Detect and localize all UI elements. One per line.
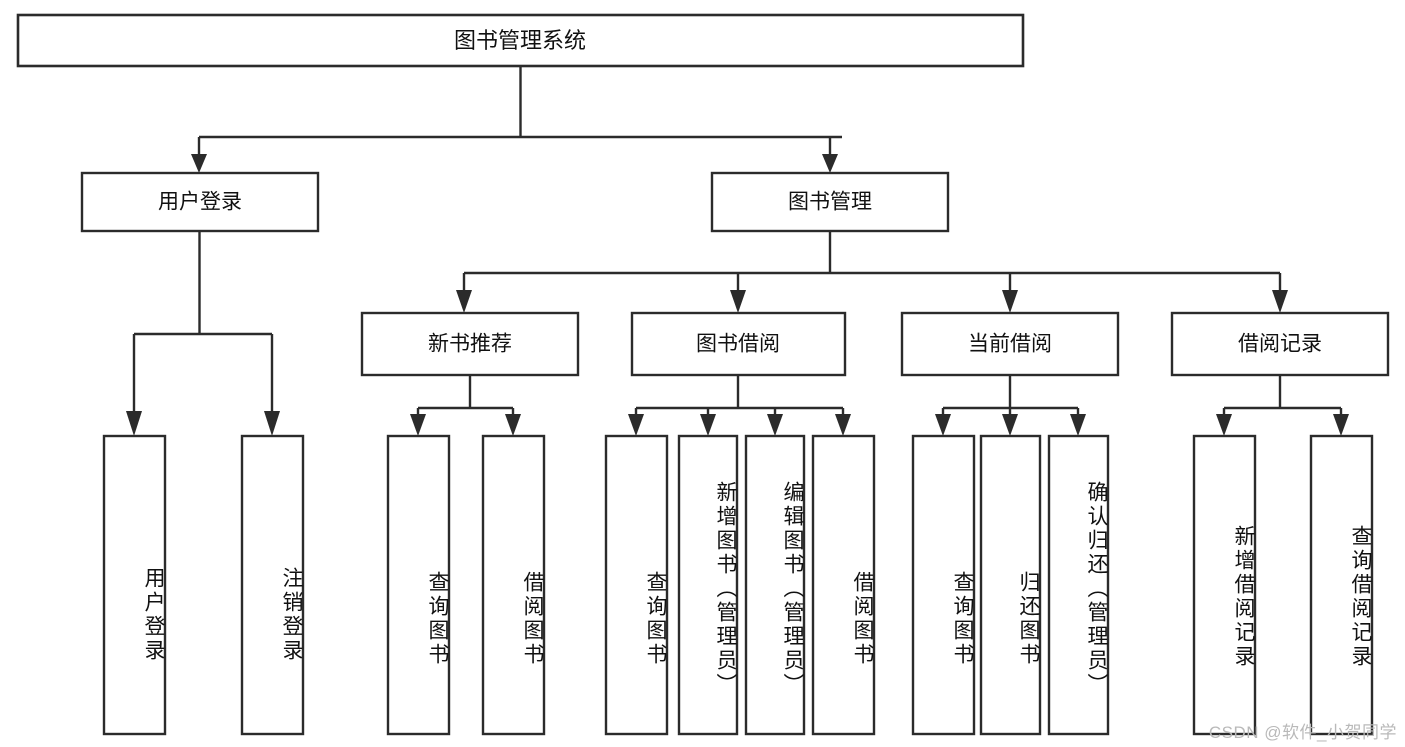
arrow-borrow-to-leaf2 xyxy=(700,414,716,436)
node-label-borrow-record: 借阅记录 xyxy=(1238,333,1322,356)
arrow-current-to-leaf2 xyxy=(1002,414,1018,436)
node-box-leaf-query-book-3[interactable] xyxy=(911,434,976,736)
node-label-new-book-recommend: 新书推荐 xyxy=(428,333,512,356)
arrow-bookmgmt-to-record xyxy=(1272,290,1288,313)
arrow-current-to-leaf3 xyxy=(1070,414,1086,436)
arrow-record-to-leaf2 xyxy=(1333,414,1349,436)
node-box-leaf-borrow-book-1[interactable] xyxy=(481,434,546,736)
node-box-leaf-query-borrow-record[interactable] xyxy=(1309,434,1374,736)
node-box-leaf-query-book-2[interactable] xyxy=(604,434,669,736)
node-box-leaf-borrow-book-2[interactable] xyxy=(811,434,876,736)
arrow-userlogin-to-leaf1 xyxy=(126,411,142,436)
node-box-current-borrow[interactable] xyxy=(900,311,1120,377)
node-box-leaf-confirm-return-admin[interactable] xyxy=(1047,434,1110,736)
edges-layer xyxy=(126,66,1349,436)
arrow-current-to-leaf1 xyxy=(935,414,951,436)
node-box-leaf-edit-book-admin[interactable] xyxy=(744,434,806,736)
node-box-leaf-add-borrow-record[interactable] xyxy=(1192,434,1257,736)
arrow-bookmgmt-to-current xyxy=(1002,290,1018,313)
node-box-user-login[interactable] xyxy=(80,171,320,233)
node-box-leaf-return-book[interactable] xyxy=(979,434,1042,736)
arrow-bookmgmt-to-borrow xyxy=(730,290,746,313)
node-label-user-login: 用户登录 xyxy=(158,191,242,214)
node-box-leaf-logout[interactable] xyxy=(240,434,305,736)
node-box-root[interactable] xyxy=(16,13,1025,68)
node-box-book-management[interactable] xyxy=(710,171,950,233)
arrow-root-to-book-mgmt xyxy=(822,154,838,173)
node-box-leaf-query-book-1[interactable] xyxy=(386,434,451,736)
arrow-bookmgmt-to-newbook xyxy=(456,290,472,313)
arrow-borrow-to-leaf4 xyxy=(835,414,851,436)
node-label-book-borrow: 图书借阅 xyxy=(696,333,780,356)
arrow-borrow-to-leaf3 xyxy=(767,414,783,436)
node-box-leaf-user-login[interactable] xyxy=(102,434,167,736)
node-box-leaf-add-book-admin[interactable] xyxy=(677,434,739,736)
node-label-root: 图书管理系统 xyxy=(454,28,586,53)
node-label-book-management: 图书管理 xyxy=(788,191,872,214)
node-label-current-borrow: 当前借阅 xyxy=(968,333,1052,356)
arrow-root-to-user-login xyxy=(191,154,207,173)
arrow-borrow-to-leaf1 xyxy=(628,414,644,436)
arrow-newbook-to-leaf1 xyxy=(410,414,426,436)
node-box-borrow-record[interactable] xyxy=(1170,311,1390,377)
watermark-text: CSDN @软件_小贺同学 xyxy=(1208,723,1397,742)
arrow-userlogin-to-leaf2 xyxy=(264,411,280,436)
nodes-layer: 图书管理系统 用户登录 图书管理 新书推荐 图书借阅 当前借阅 借阅记录 xyxy=(16,13,1390,736)
arrow-record-to-leaf1 xyxy=(1216,414,1232,436)
node-box-new-book-recommend[interactable] xyxy=(360,311,580,377)
node-box-book-borrow[interactable] xyxy=(630,311,847,377)
arrow-newbook-to-leaf2 xyxy=(505,414,521,436)
